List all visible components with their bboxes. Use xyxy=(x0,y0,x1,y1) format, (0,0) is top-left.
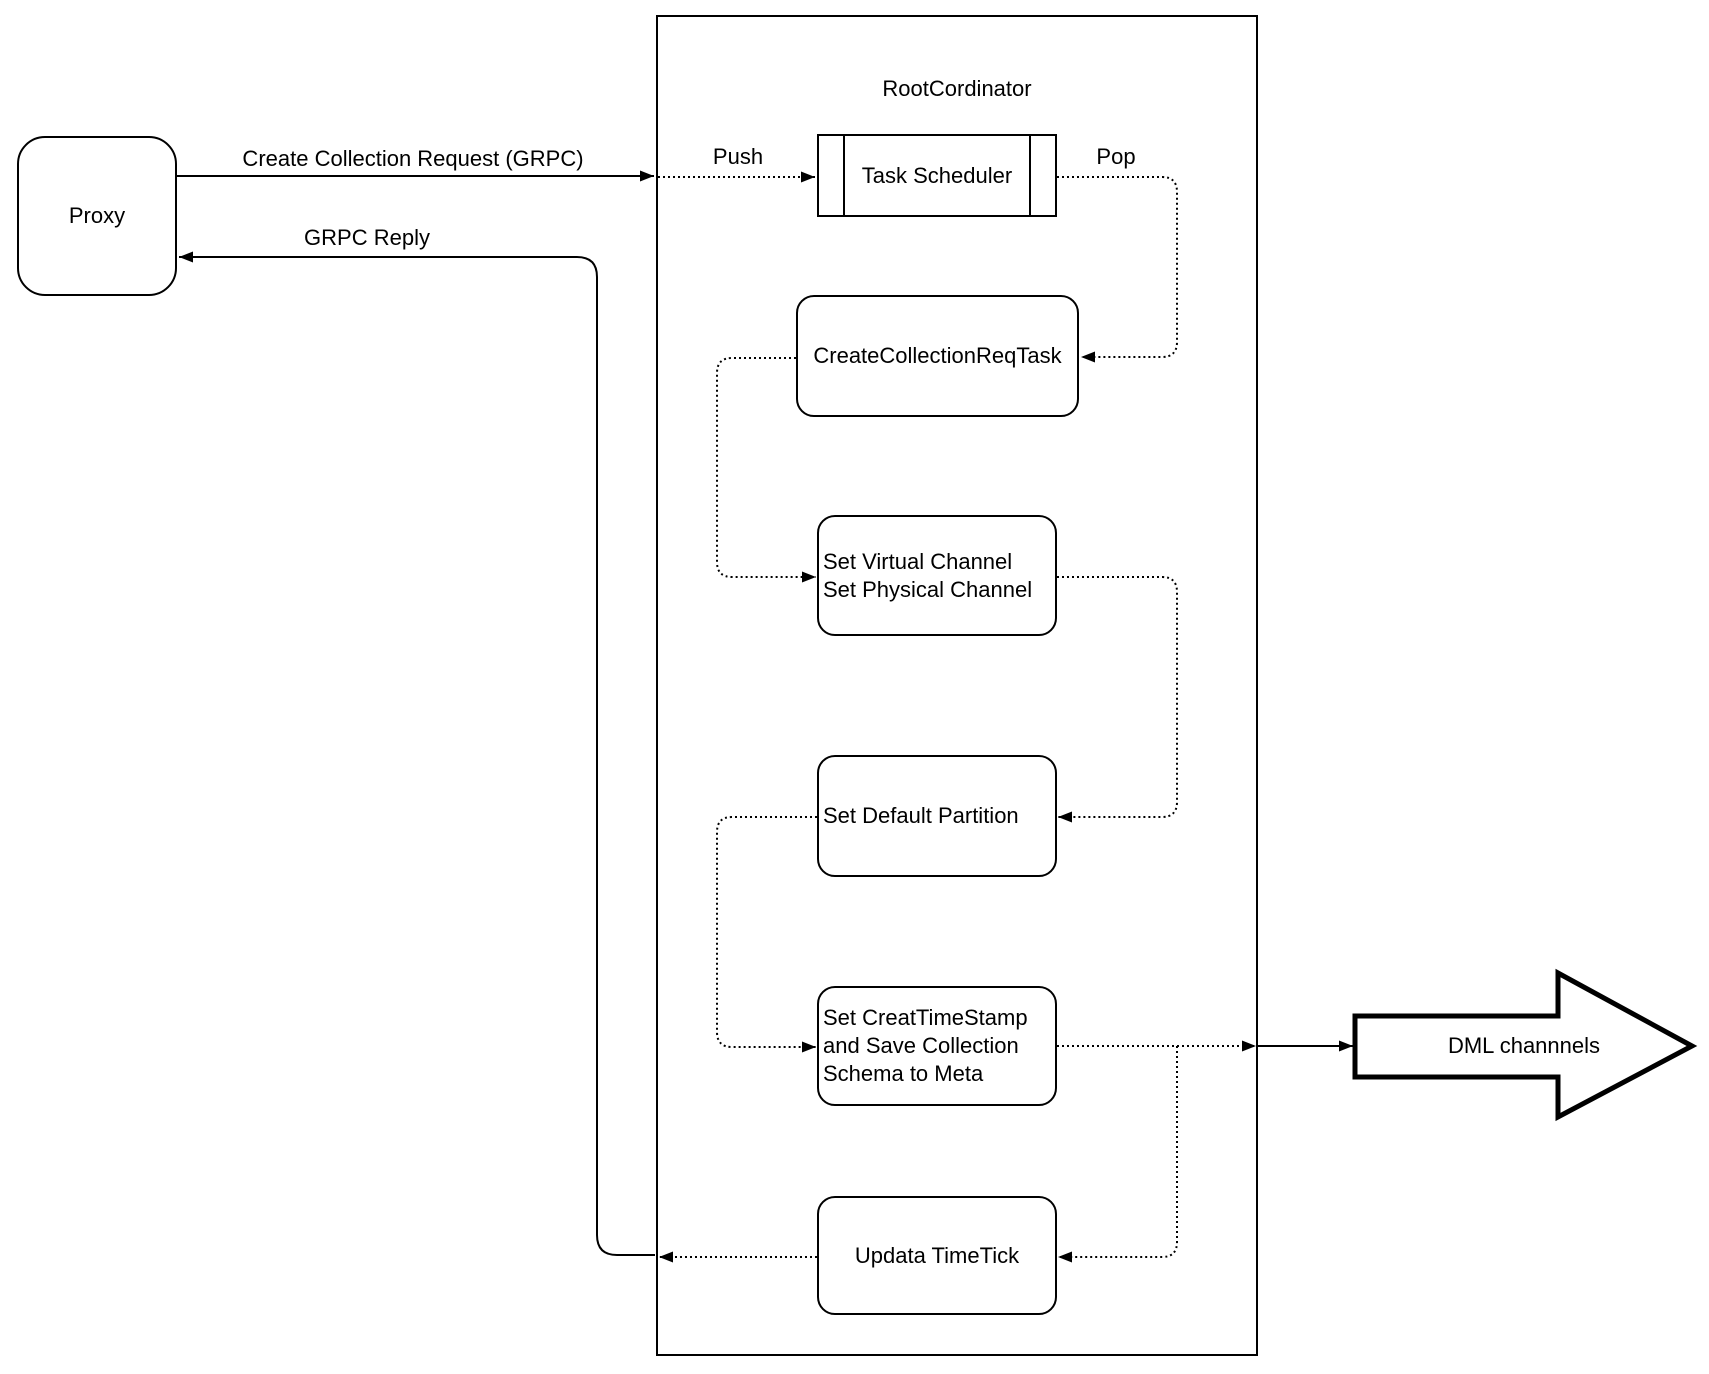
set-create-timestamp-line2: and Save Collection xyxy=(823,1033,1019,1058)
edge-label-push: Push xyxy=(710,144,766,170)
edge-timestamp-to-timetick xyxy=(1058,1046,1178,1263)
set-channels-line2: Set Physical Channel xyxy=(823,576,1033,602)
dml-channels-arrow-shape xyxy=(1352,968,1698,1122)
node-set-channels: Set Virtual Channel Set Physical Channel xyxy=(817,515,1057,636)
queue-bar-right xyxy=(1029,136,1031,215)
root-coordinator-container xyxy=(656,15,1258,1356)
node-proxy-label: Proxy xyxy=(68,203,126,228)
node-set-create-timestamp-label: Set CreatTimeStamp and Save Collection S… xyxy=(823,1004,1028,1088)
node-create-collection-req-task: CreateCollectionReqTask xyxy=(796,295,1079,417)
node-task-scheduler: Task Scheduler xyxy=(817,134,1057,217)
node-set-default-partition-label: Set Default Partition xyxy=(823,803,1019,828)
node-update-timetick: Updata TimeTick xyxy=(817,1196,1057,1315)
set-channels-line1: Set Virtual Channel xyxy=(823,548,1013,574)
edge-label-pop: Pop xyxy=(1094,144,1138,170)
queue-bar-left xyxy=(843,136,845,215)
edge-reqtask-to-channels xyxy=(716,357,816,583)
node-proxy: Proxy xyxy=(17,136,177,296)
set-create-timestamp-line1: Set CreatTimeStamp xyxy=(823,1005,1028,1030)
edge-label-grpc-reply: GRPC Reply xyxy=(302,225,432,251)
set-create-timestamp-line3: Schema to Meta xyxy=(823,1061,984,1086)
node-create-collection-req-task-label: CreateCollectionReqTask xyxy=(813,343,1062,368)
node-set-channels-label: Set Virtual Channel Set Physical Channel xyxy=(823,548,1032,604)
edge-grpc-reply-line xyxy=(179,251,655,1256)
node-task-scheduler-label: Task Scheduler xyxy=(861,162,1013,188)
node-update-timetick-label: Updata TimeTick xyxy=(854,1242,1020,1268)
node-set-default-partition: Set Default Partition xyxy=(817,755,1057,877)
edge-partition-to-timestamp xyxy=(716,816,817,1053)
edge-pop-line xyxy=(1057,176,1178,363)
node-set-create-timestamp: Set CreatTimeStamp and Save Collection S… xyxy=(817,986,1057,1106)
root-coordinator-title: RootCordinator xyxy=(882,76,1032,101)
dml-channels-label: DML channnels xyxy=(1447,1033,1601,1058)
edge-label-create-collection-request: Create Collection Request (GRPC) xyxy=(240,146,586,172)
edge-channels-to-partition xyxy=(1057,576,1178,823)
